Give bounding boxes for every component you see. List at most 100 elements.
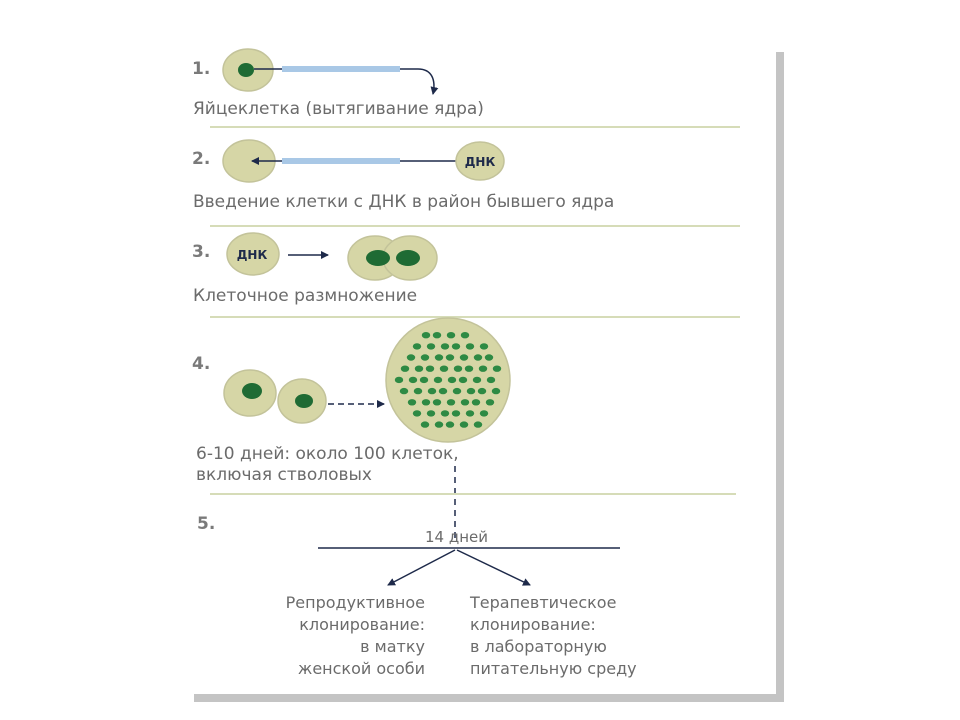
nucleus (366, 250, 390, 266)
blastocyst-cell-nucleus (465, 410, 475, 417)
blastocyst-cell-nucleus (412, 410, 422, 417)
outcome-line: в лабораторную (470, 637, 607, 656)
blastocyst-cell-nucleus (408, 376, 418, 384)
step-4-caption-line-1: 6-10 дней: около 100 клеток, (196, 444, 459, 464)
blastocyst-cell-nucleus (477, 387, 487, 395)
pipette (282, 158, 400, 164)
blastocyst (385, 317, 511, 443)
step-1-caption: Яйцеклетка (вытягивание ядра) (193, 99, 484, 119)
therapeutic-cloning-label: Терапевтическое клонирование: в лаборато… (469, 593, 637, 678)
blastocyst-cell-nucleus (445, 421, 455, 428)
step-1-number: 1. (192, 59, 210, 79)
blastocyst-cell-nucleus (472, 376, 482, 384)
dna-egg-cell: ДНК (226, 232, 280, 276)
extraction-arrow (400, 68, 439, 95)
blastocyst-cell-nucleus (460, 399, 470, 406)
pipette (282, 66, 400, 72)
step-3-caption: Клеточное размножение (193, 286, 417, 306)
blastocyst-cell-nucleus (446, 332, 456, 339)
blastocyst-cell-nucleus (399, 387, 409, 395)
blastocyst-cell-nucleus (464, 365, 474, 372)
blastocyst-cell-nucleus (479, 343, 489, 350)
dna-label: ДНК (237, 248, 268, 262)
blastocyst-cell-nucleus (419, 376, 429, 384)
step-4: 4. 6-10 дней: около 100 клеток, включая … (192, 317, 736, 543)
dna-cell: ДНК (455, 141, 505, 181)
step-4-caption-line-2: включая стволовых (196, 465, 372, 485)
blastocyst-cell-nucleus (440, 343, 450, 350)
blastocyst-cell-nucleus (473, 354, 483, 361)
blastocyst-cell-nucleus (427, 387, 437, 395)
blastocyst-cell-nucleus (432, 399, 442, 406)
blastocyst-cell-nucleus (445, 354, 455, 361)
nucleus (396, 250, 420, 266)
blastocyst-cell-nucleus (478, 365, 488, 372)
blastocyst-cell-nucleus (485, 399, 495, 406)
blastocyst-cell-nucleus (491, 387, 501, 395)
blastocyst-cell-nucleus (433, 376, 443, 384)
blastocyst-cell-nucleus (471, 399, 481, 406)
blastocyst-cell-nucleus (412, 343, 422, 350)
blastocyst-cell-nucleus (414, 365, 424, 372)
blastocyst-cell-nucleus (426, 343, 436, 350)
outcome-line: женской особи (298, 659, 425, 678)
blastocyst-cell-nucleus (426, 410, 436, 417)
blastocyst-cell-nucleus (459, 421, 469, 428)
blastocyst-cell-nucleus (440, 410, 450, 417)
nucleus (238, 63, 254, 77)
cell-left (223, 369, 277, 417)
blastocyst-cell-nucleus (486, 376, 496, 384)
blastocyst-cell-nucleus (425, 365, 435, 372)
outcome-line: Терапевтическое (469, 593, 616, 612)
blastocyst-cell-nucleus (394, 376, 404, 384)
step-2: 2. ДНК Введение клетки с ДНК в район быв… (192, 139, 740, 227)
blastocyst-cell-nucleus (421, 332, 431, 339)
blastocyst-cell-nucleus (447, 376, 457, 384)
blastocyst-cell-nucleus (434, 421, 444, 428)
outcome-line: Репродуктивное (286, 593, 425, 612)
nucleus (242, 383, 262, 399)
blastocyst-cell-nucleus (451, 343, 461, 350)
reproductive-cloning-label: Репродуктивное клонирование: в матку жен… (286, 593, 425, 678)
day-label: 14 дней (425, 528, 488, 546)
blastocyst-cell-nucleus (453, 365, 463, 372)
outcome-line: в матку (360, 637, 425, 656)
step-2-number: 2. (192, 149, 210, 169)
blastocyst-cell-nucleus (460, 332, 470, 339)
blastocyst-cell-nucleus (479, 410, 489, 417)
blastocyst-cell-nucleus (406, 354, 416, 361)
blastocyst-cell-nucleus (438, 387, 448, 395)
blastocyst-cell-nucleus (421, 399, 431, 406)
blastocyst-cell-nucleus (466, 387, 476, 395)
step-1: 1. Яйцеклетка (вытягивание ядра) (192, 48, 740, 128)
reproductive-arrow (387, 549, 456, 586)
therapeutic-arrow (456, 549, 531, 586)
step-5: 5. 14 дней Репродуктивное клонирование: … (197, 514, 637, 678)
blastocyst-cell-nucleus (465, 343, 475, 350)
outcome-line: клонирование: (470, 615, 596, 634)
blastocyst-cell-nucleus (407, 399, 417, 406)
blastocyst-cell-nucleus (451, 410, 461, 417)
outcome-line: питательную среду (470, 659, 637, 678)
blastocyst-cell-nucleus (432, 332, 442, 339)
blastocyst-cell-nucleus (434, 354, 444, 361)
cell-right (277, 378, 327, 424)
egg-cell (222, 48, 274, 92)
step-4-number: 4. (192, 354, 210, 374)
blastocyst-cell-nucleus (458, 376, 468, 384)
outcome-line: клонирование: (299, 615, 425, 634)
blastocyst-cell-nucleus (400, 365, 410, 372)
blastocyst-cell-nucleus (459, 354, 469, 361)
dividing-cell (347, 235, 438, 281)
blastocyst-cell-nucleus (420, 421, 430, 428)
blastocyst-cell-nucleus (452, 387, 462, 395)
step-3: 3. ДНК Клеточное размножение (192, 232, 740, 318)
step-5-number: 5. (197, 514, 215, 534)
nucleus (295, 394, 313, 408)
step-2-caption: Введение клетки с ДНК в район бывшего яд… (193, 192, 614, 212)
blastocyst-cell-nucleus (473, 421, 483, 428)
step-3-number: 3. (192, 242, 210, 262)
dna-label: ДНК (465, 155, 496, 169)
blastocyst-cell-nucleus (446, 399, 456, 406)
